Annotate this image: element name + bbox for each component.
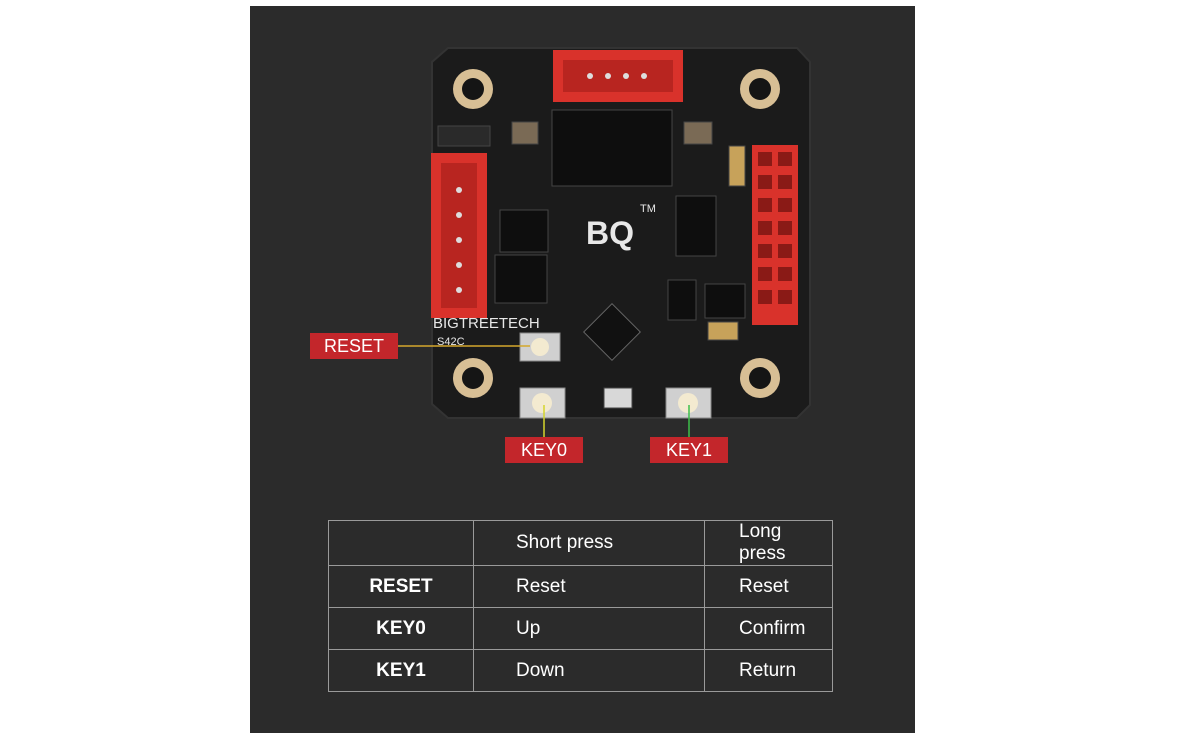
table-cell-key: RESET: [328, 565, 474, 608]
table-header-cell: Short press: [473, 520, 705, 566]
table-cell-short: Reset: [473, 565, 705, 608]
right-pin-header: [752, 145, 798, 325]
table-cell-short: Up: [473, 607, 705, 650]
bq-logo: BQ: [586, 215, 634, 251]
table-cell-long: Return: [704, 649, 833, 692]
table-row: KEY0 Up Confirm: [328, 607, 833, 650]
key1-callout-label: KEY1: [650, 437, 728, 463]
table-header-row: Short press Long press: [328, 520, 833, 566]
mounting-holes: [453, 69, 780, 398]
table-row: RESET Reset Reset: [328, 565, 833, 608]
table-cell-long: Reset: [704, 565, 833, 608]
maker-silkscreen: BIGTREETECH: [433, 315, 540, 332]
table-cell-key: KEY1: [328, 649, 474, 692]
key0-callout-label: KEY0: [505, 437, 583, 463]
table-cell-short: Down: [473, 649, 705, 692]
mcu-chip: [583, 303, 641, 361]
reset-button-image: [519, 332, 561, 362]
key0-button-image: [519, 387, 566, 419]
table-cell-long: Confirm: [704, 607, 833, 650]
trademark-mark: TM: [640, 203, 656, 215]
table-header-cell: [328, 520, 474, 566]
left-connector: [431, 153, 487, 318]
model-silkscreen: S42C: [437, 336, 465, 348]
table-row: KEY1 Down Return: [328, 649, 833, 692]
key-function-table: Short press Long press RESET Reset Reset…: [328, 520, 833, 692]
smd-components: [437, 109, 746, 409]
table-header-cell: Long press: [704, 520, 833, 566]
reset-callout-label: RESET: [310, 333, 398, 359]
top-connector: [553, 50, 683, 102]
table-cell-key: KEY0: [328, 607, 474, 650]
